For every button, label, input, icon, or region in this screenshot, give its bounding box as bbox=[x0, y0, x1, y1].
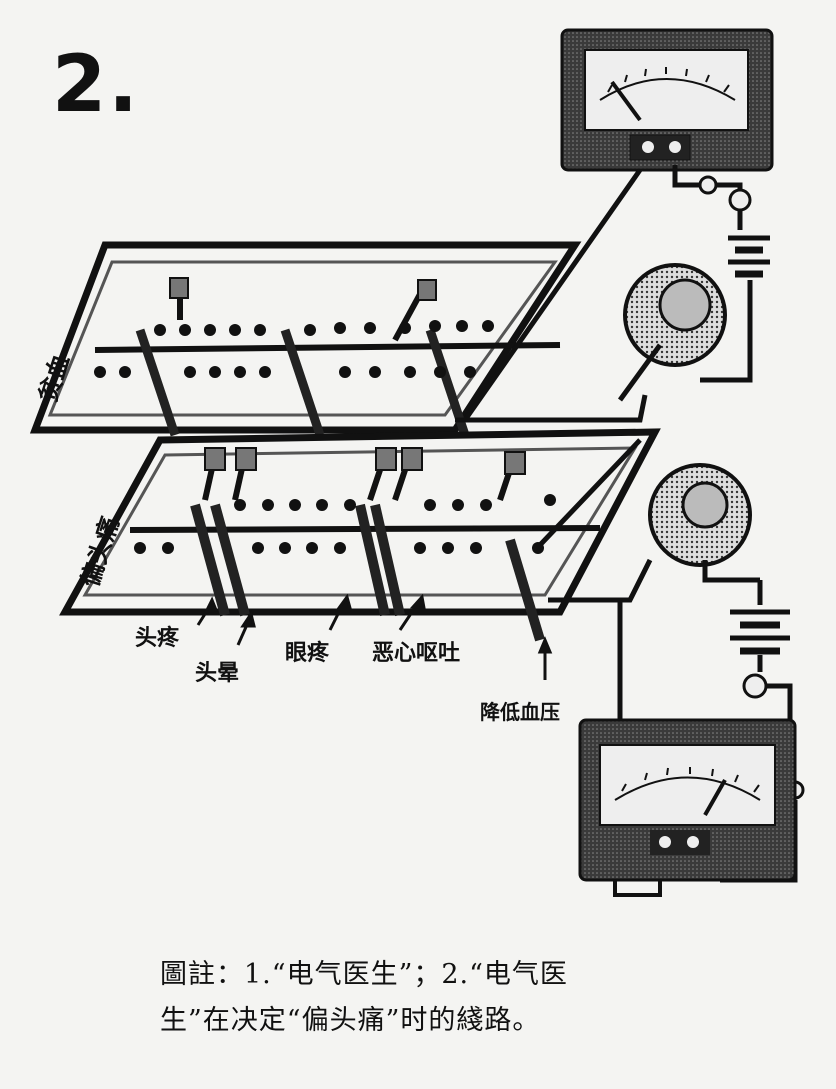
label-nausea-vomiting: 恶心呕吐 bbox=[372, 641, 461, 666]
lower-dial bbox=[648, 463, 760, 583]
label-low-blood-pressure: 降低血压 bbox=[480, 700, 560, 724]
upper-board-terminals bbox=[94, 320, 494, 378]
lower-board bbox=[59, 428, 661, 740]
figure-number: 2. bbox=[52, 40, 140, 130]
lower-meter-needle bbox=[703, 779, 727, 816]
upper-dial bbox=[617, 263, 727, 402]
upper-battery-chain bbox=[672, 165, 770, 383]
figure-caption: 圖註：1.“电气医生”；2.“电气医 生”在决定“偏头痛”时的綫路。 bbox=[160, 952, 720, 1044]
caption-line-1: 圖註：1.“电气医生”；2.“电气医 bbox=[160, 959, 568, 990]
label-eye-pain: 眼疼 bbox=[285, 641, 330, 666]
upper-board bbox=[29, 168, 648, 437]
lower-meter bbox=[578, 718, 797, 897]
pointer-arrows bbox=[196, 593, 553, 680]
upper-meter-needle bbox=[610, 80, 642, 122]
lower-board-terminals bbox=[134, 494, 556, 554]
circuit-diagram bbox=[29, 28, 805, 897]
caption-line-2: 生”在决定“偏头痛”时的綫路。 bbox=[160, 1005, 541, 1036]
upper-meter bbox=[560, 28, 774, 172]
label-dizziness: 头晕 bbox=[195, 661, 240, 686]
label-headache: 头疼 bbox=[135, 626, 180, 651]
